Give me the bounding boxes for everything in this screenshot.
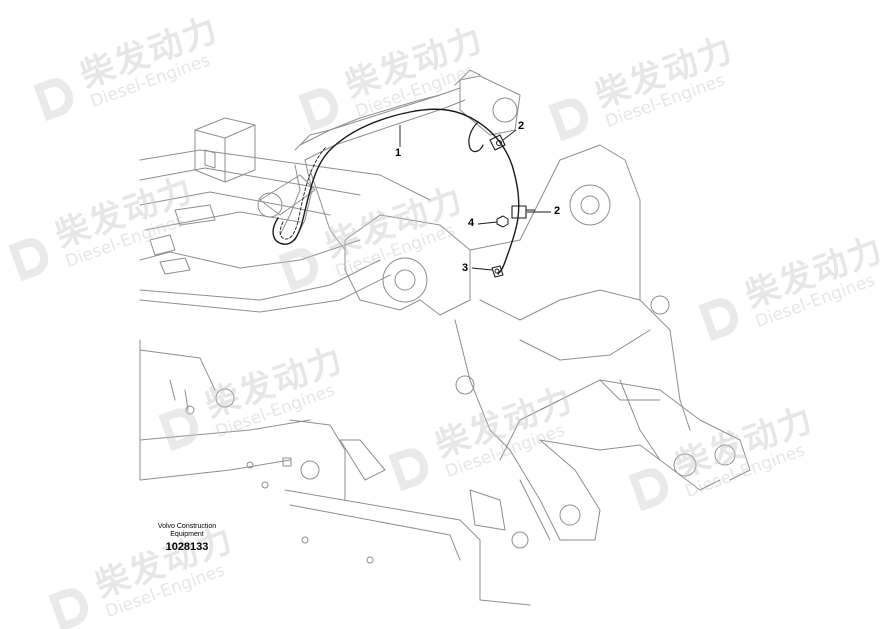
callout-4: 4	[468, 217, 475, 229]
drawing-caption: Volvo Construction Equipment 1028133	[150, 523, 224, 553]
frame-structure	[139, 149, 531, 606]
manufacturer-line-2: Equipment	[170, 531, 204, 538]
manufacturer-line-1: Volvo Construction	[157, 523, 217, 530]
callout-2-lower: 2	[554, 205, 561, 217]
callout-3: 3	[462, 262, 469, 274]
boom-side-plates	[489, 379, 751, 549]
boom-base-plate	[344, 144, 691, 431]
hydraulic-cylinder	[257, 69, 521, 218]
callout-leaders	[399, 125, 551, 271]
callout-1: 1	[395, 147, 402, 159]
wiring-harness	[272, 108, 536, 278]
callout-2-upper: 2	[518, 120, 525, 132]
drawing-number: 1028133	[165, 541, 209, 553]
mount-bracket	[194, 117, 256, 183]
